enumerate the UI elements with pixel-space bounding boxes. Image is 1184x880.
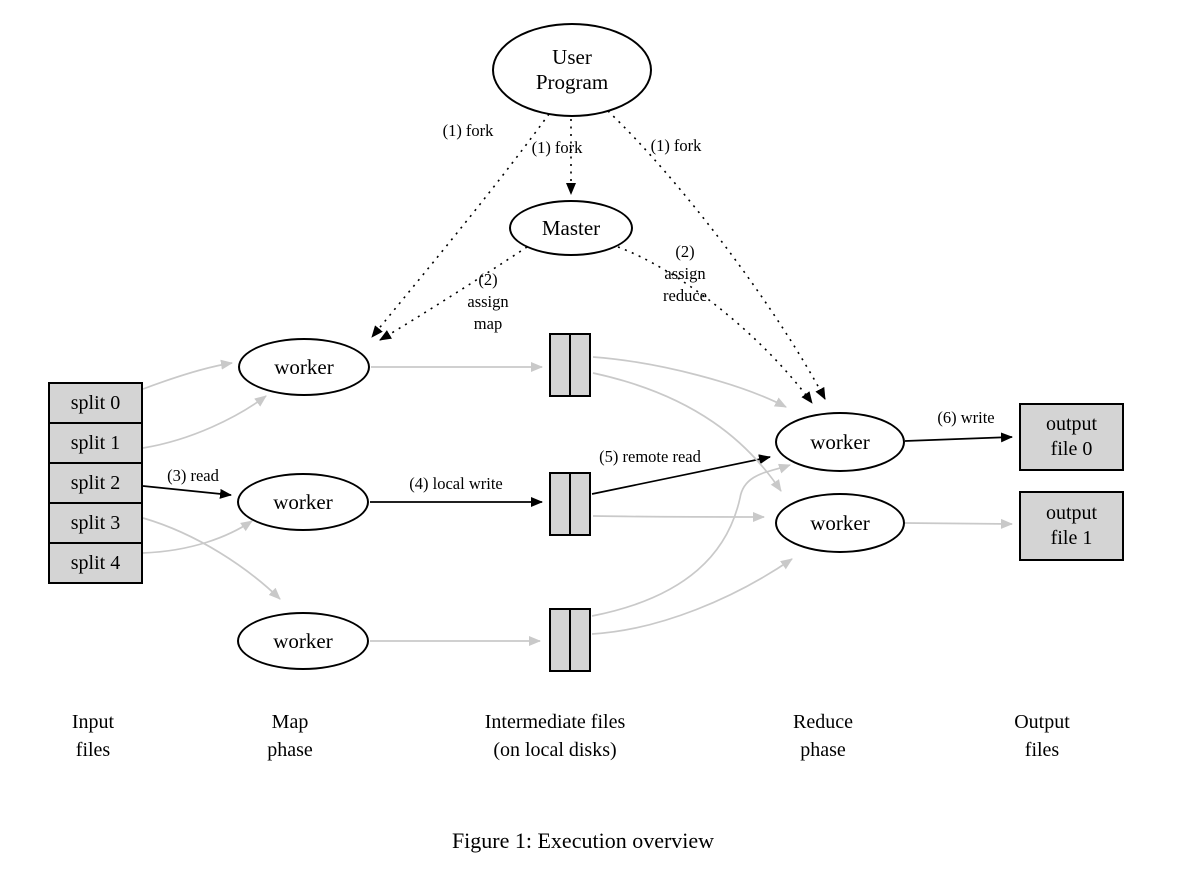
intermediate-file-divider: [569, 474, 571, 534]
edge-split4-worker2: [142, 520, 253, 554]
split-4-box: split 4: [70, 551, 121, 574]
edge-reduce2-output1: [904, 518, 1013, 529]
label-fork-left: (1) fork: [442, 121, 494, 140]
column-label-intermediate-files: Intermediate files (on local disks): [484, 711, 626, 761]
output-file-0-box: output file 0: [1019, 403, 1124, 471]
label-local-write: (4) local write: [409, 474, 503, 493]
output-file-1-box: output file 1: [1019, 491, 1124, 561]
node-user-program: User Program: [492, 23, 652, 117]
edge-fork-user-mapworker: [371, 113, 550, 338]
label-fork-mid: (1) fork: [531, 138, 583, 157]
split-0-box: split 0: [50, 384, 141, 424]
intermediate-file-divider: [569, 610, 571, 670]
column-label-input-files: Input files: [71, 711, 115, 761]
split-1-box: split 1: [50, 424, 141, 464]
split-2-box: split 2: [50, 464, 141, 504]
edge-intfile1-reduce2: [592, 372, 782, 492]
split-3-box: split 3: [50, 504, 141, 544]
node-master: Master: [509, 200, 633, 256]
label-assign-map: (2) assign map: [467, 270, 509, 333]
edge-intfile3-reduce2: [591, 558, 793, 635]
edge-intfile1-reduce1: [592, 356, 787, 408]
edge-split0-worker1: [142, 359, 233, 390]
label-assign-reduce: (2) assign reduce: [663, 242, 707, 305]
edge-fork-user-reduceworker: [607, 110, 826, 400]
edge-intfile2-reduce2: [592, 511, 765, 522]
column-label-map-phase: Map phase: [267, 711, 313, 761]
intermediate-file-icon-1: [549, 333, 591, 397]
edge-split1-worker1: [142, 395, 267, 449]
edge-split3-worker3: [142, 517, 281, 600]
edge-write-reduce-output0: [904, 432, 1013, 443]
label-fork-right: (1) fork: [650, 136, 702, 155]
figure-caption: Figure 1: Execution overview: [451, 828, 715, 853]
node-map-worker-1: worker: [238, 338, 370, 396]
node-reduce-worker-2: worker: [775, 493, 905, 553]
node-reduce-worker-1: worker: [775, 412, 905, 472]
intermediate-file-icon-2: [549, 472, 591, 536]
edge-read-split2-worker: [142, 485, 232, 499]
column-label-output-files: Output files: [1014, 711, 1070, 761]
column-label-reduce-phase: Reduce phase: [793, 711, 853, 761]
node-map-worker-3: worker: [237, 612, 369, 670]
label-read: (3) read: [167, 466, 219, 485]
input-splits-stack: split 0 split 1 split 2 split 3 split 4: [48, 382, 143, 584]
label-remote-read: (5) remote read: [599, 447, 701, 466]
intermediate-file-icon-3: [549, 608, 591, 672]
label-write: (6) write: [937, 408, 995, 427]
edge-remote-read-intfile-reduce: [591, 454, 771, 495]
intermediate-file-divider: [569, 335, 571, 395]
edge-intfile3-reduce1: [591, 463, 791, 617]
node-map-worker-2: worker: [237, 473, 369, 531]
